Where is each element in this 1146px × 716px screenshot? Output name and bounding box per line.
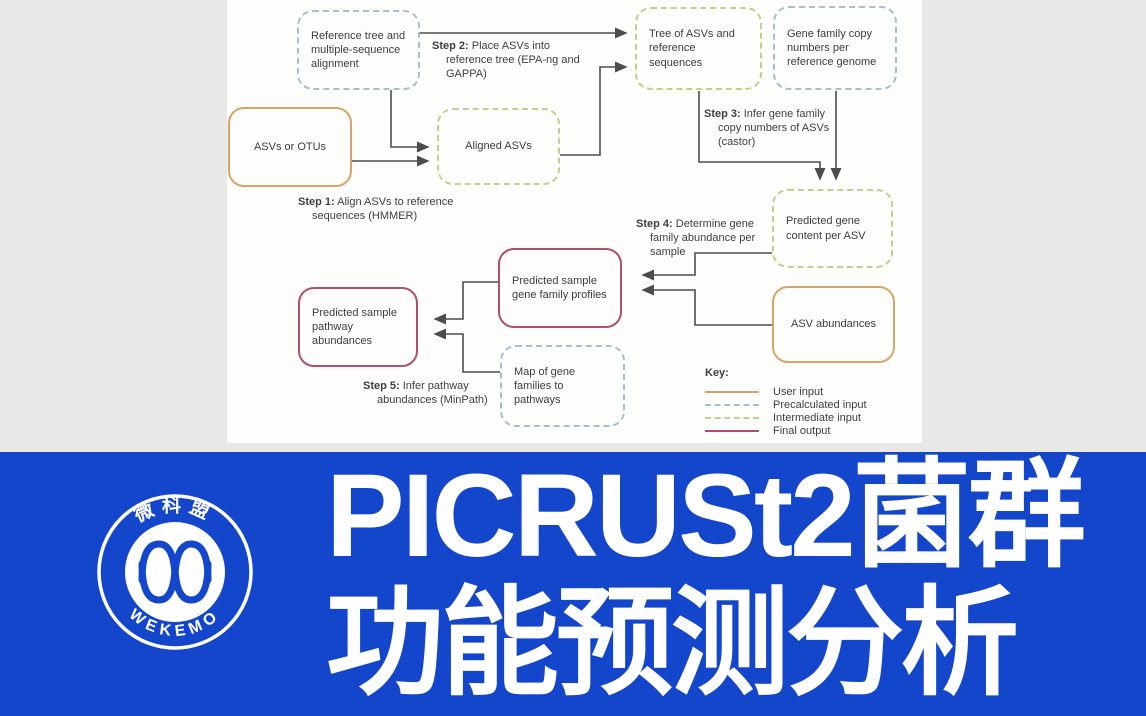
box-asvs-or-otus: ASVs or OTUs [228, 107, 352, 187]
step-1-label: Step 1: Align ASVs to reference sequence… [298, 196, 498, 224]
box-map-gene-families: Map of gene families to pathways [500, 345, 625, 427]
precalculated-input-line-swatch [705, 403, 759, 406]
legend: Key: User input Precalculated input Inte… [705, 367, 867, 437]
arrow-aligned-to-treeasvs [560, 61, 628, 156]
step-2-text: Place ASVs into reference tree (EPA-ng a… [446, 40, 580, 80]
step-5-label: Step 5: Infer pathway abundances (MinPat… [363, 380, 503, 408]
flow-arrows [352, 27, 842, 373]
box-gene-family-copy-numbers: Gene family copy numbers per reference g… [773, 6, 897, 90]
step-3-label: Step 3: Infer gene family copy numbers o… [704, 108, 836, 149]
step-5-text: Infer pathway abundances (MinPath) [377, 380, 488, 406]
logo-outer-ring [97, 494, 253, 650]
box-tree-of-asvs: Tree of ASVs and reference sequences [635, 7, 762, 90]
legend-label: Final output [773, 424, 831, 437]
user-input-line-swatch [705, 390, 759, 393]
step-5-prefix: Step 5: [363, 380, 400, 392]
logo-wave-icon [138, 540, 212, 604]
step-4-prefix: Step 4: [636, 218, 673, 230]
step-2-prefix: Step 2: [432, 40, 469, 52]
step-3-text: Infer gene family copy numbers of ASVs (… [718, 108, 830, 148]
box-predicted-pathway-abundances: Predicted sample pathway abundances [298, 287, 418, 367]
step-4-label: Step 4: Determine gene family abundance … [636, 218, 772, 259]
arrow-content-to-profiles [641, 252, 772, 281]
video-title: PICRUSt2菌群 功能预测分析 [326, 450, 1086, 710]
step-2-label: Step 2: Place ASVs into reference tree (… [432, 40, 590, 81]
step-4-text: Determine gene family abundance per samp… [650, 218, 756, 258]
legend-item-intermediate-input: Intermediate input [705, 411, 867, 424]
title-banner: 微科盟 WEKEMO PICRUSt2菌群 功能预测分析 [0, 452, 1146, 716]
legend-label: Precalculated input [773, 398, 867, 411]
legend-item-user-input: User input [705, 385, 867, 398]
arrow-reftree-to-aligned [390, 90, 430, 153]
arrow-abund-to-profiles [641, 284, 772, 326]
legend-label: User input [773, 385, 824, 398]
wekemo-logo: 微科盟 WEKEMO [97, 493, 253, 650]
box-predicted-gene-content: Predicted gene content per ASV [772, 189, 893, 268]
legend-label: Intermediate input [773, 411, 862, 424]
arrow-map-to-pathways [433, 328, 500, 373]
step-3-prefix: Step 3: [704, 108, 741, 120]
figure-area: Reference tree and multiple-sequence ali… [227, 0, 922, 443]
title-line-1: PICRUSt2菌群 [326, 450, 1086, 582]
legend-item-final-output: Final output [705, 424, 867, 437]
box-reference-tree: Reference tree and multiple-sequence ali… [297, 10, 420, 90]
legend-title: Key: [705, 367, 729, 379]
box-asv-abundances: ASV abundances [772, 286, 895, 363]
title-line-2: 功能预测分析 [326, 578, 1019, 710]
intermediate-input-line-swatch [705, 416, 759, 419]
final-output-line-swatch [705, 429, 759, 432]
arrow-profiles-to-pathways [433, 281, 498, 325]
step-1-text: Align ASVs to reference sequences (HMMER… [312, 196, 454, 222]
legend-item-precalculated-input: Precalculated input [705, 398, 867, 411]
box-aligned-asvs: Aligned ASVs [437, 108, 560, 185]
step-1-prefix: Step 1: [298, 196, 335, 208]
box-predicted-gene-profiles: Predicted sample gene family profiles [498, 248, 622, 328]
pipeline-diagram-panel: Reference tree and multiple-sequence ali… [227, 0, 922, 443]
arrow-treeasvs-to-content [698, 91, 826, 181]
